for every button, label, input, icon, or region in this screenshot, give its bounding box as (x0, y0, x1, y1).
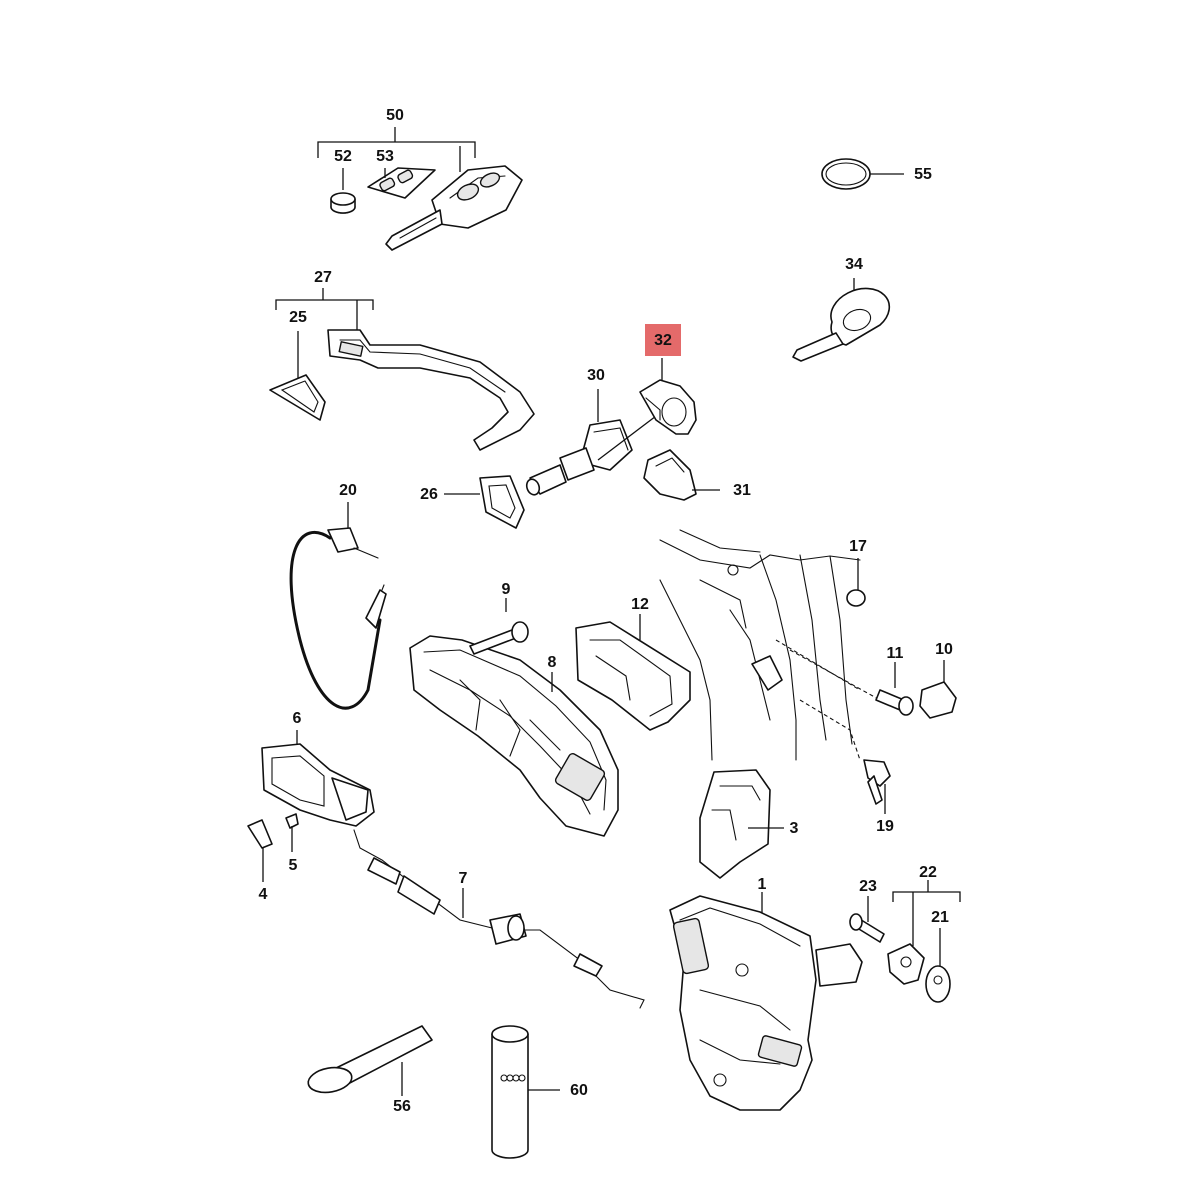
guide-part (575, 614, 691, 731)
handle-cover-part (643, 449, 720, 501)
callout-55: 55 (914, 166, 932, 183)
callout-9: 9 (502, 581, 511, 598)
remote-key-group (317, 127, 523, 251)
callout-52: 52 (334, 148, 352, 165)
release-cable-part (289, 502, 387, 710)
spray-can-part (491, 1025, 560, 1159)
o-ring-part (821, 158, 904, 190)
callout-53: 53 (376, 148, 394, 165)
lock-bracket-part (699, 769, 784, 879)
callout-1: 1 (758, 876, 767, 893)
coin-battery-part (330, 168, 356, 214)
striker-group (849, 880, 961, 1003)
callout-56: 56 (393, 1098, 411, 1115)
highlight-box (645, 324, 681, 356)
callout-6: 6 (293, 710, 302, 727)
callout-25: 25 (289, 309, 307, 326)
callout-12: 12 (631, 596, 649, 613)
callout-17: 17 (849, 538, 867, 555)
tool-tag-part (307, 1025, 433, 1096)
callout-8: 8 (548, 654, 557, 671)
callout-5: 5 (289, 857, 298, 874)
key-part (792, 278, 891, 362)
button-pad-part (367, 167, 436, 199)
callout-20: 20 (339, 482, 357, 499)
remote-key-fob-part (385, 146, 523, 251)
cap-part (919, 660, 957, 719)
callout-21: 21 (931, 909, 949, 926)
lock-cylinder-part (525, 389, 665, 496)
screw-part (469, 598, 529, 655)
door-panel-part (659, 529, 881, 761)
callout-34: 34 (845, 256, 863, 273)
door-lock-part (669, 892, 863, 1111)
callout-30: 30 (587, 367, 605, 384)
callout-26: 26 (420, 486, 438, 503)
plug-part (846, 558, 866, 607)
callout-10: 10 (935, 641, 953, 658)
inner-handle-group (247, 730, 375, 882)
callout-19: 19 (876, 818, 894, 835)
outer-handle-group (269, 288, 535, 451)
callout-60: 60 (570, 1082, 588, 1099)
striker-part (887, 943, 925, 985)
cylinder-gasket-part (444, 475, 525, 529)
door-handle-part (327, 329, 535, 451)
callout-11: 11 (887, 645, 904, 662)
handle-cap-part (639, 358, 697, 435)
callout-22: 22 (919, 864, 937, 881)
gasket-part (269, 374, 326, 421)
callout-3: 3 (790, 820, 799, 837)
callout-31: 31 (733, 482, 751, 499)
screw-bottom-part (863, 759, 891, 814)
callout-23: 23 (859, 878, 877, 895)
carrier-plate-part (409, 635, 619, 837)
callout-labels: 50 52 53 55 34 27 25 32 30 26 31 20 17 9… (259, 107, 953, 1115)
bolt-part (875, 662, 914, 716)
callout-27: 27 (314, 269, 332, 286)
inner-release-cable-part (353, 829, 645, 1009)
callout-50: 50 (386, 107, 404, 124)
callout-7: 7 (459, 870, 468, 887)
callout-4: 4 (259, 886, 268, 903)
callout-32: 32 (654, 332, 672, 349)
